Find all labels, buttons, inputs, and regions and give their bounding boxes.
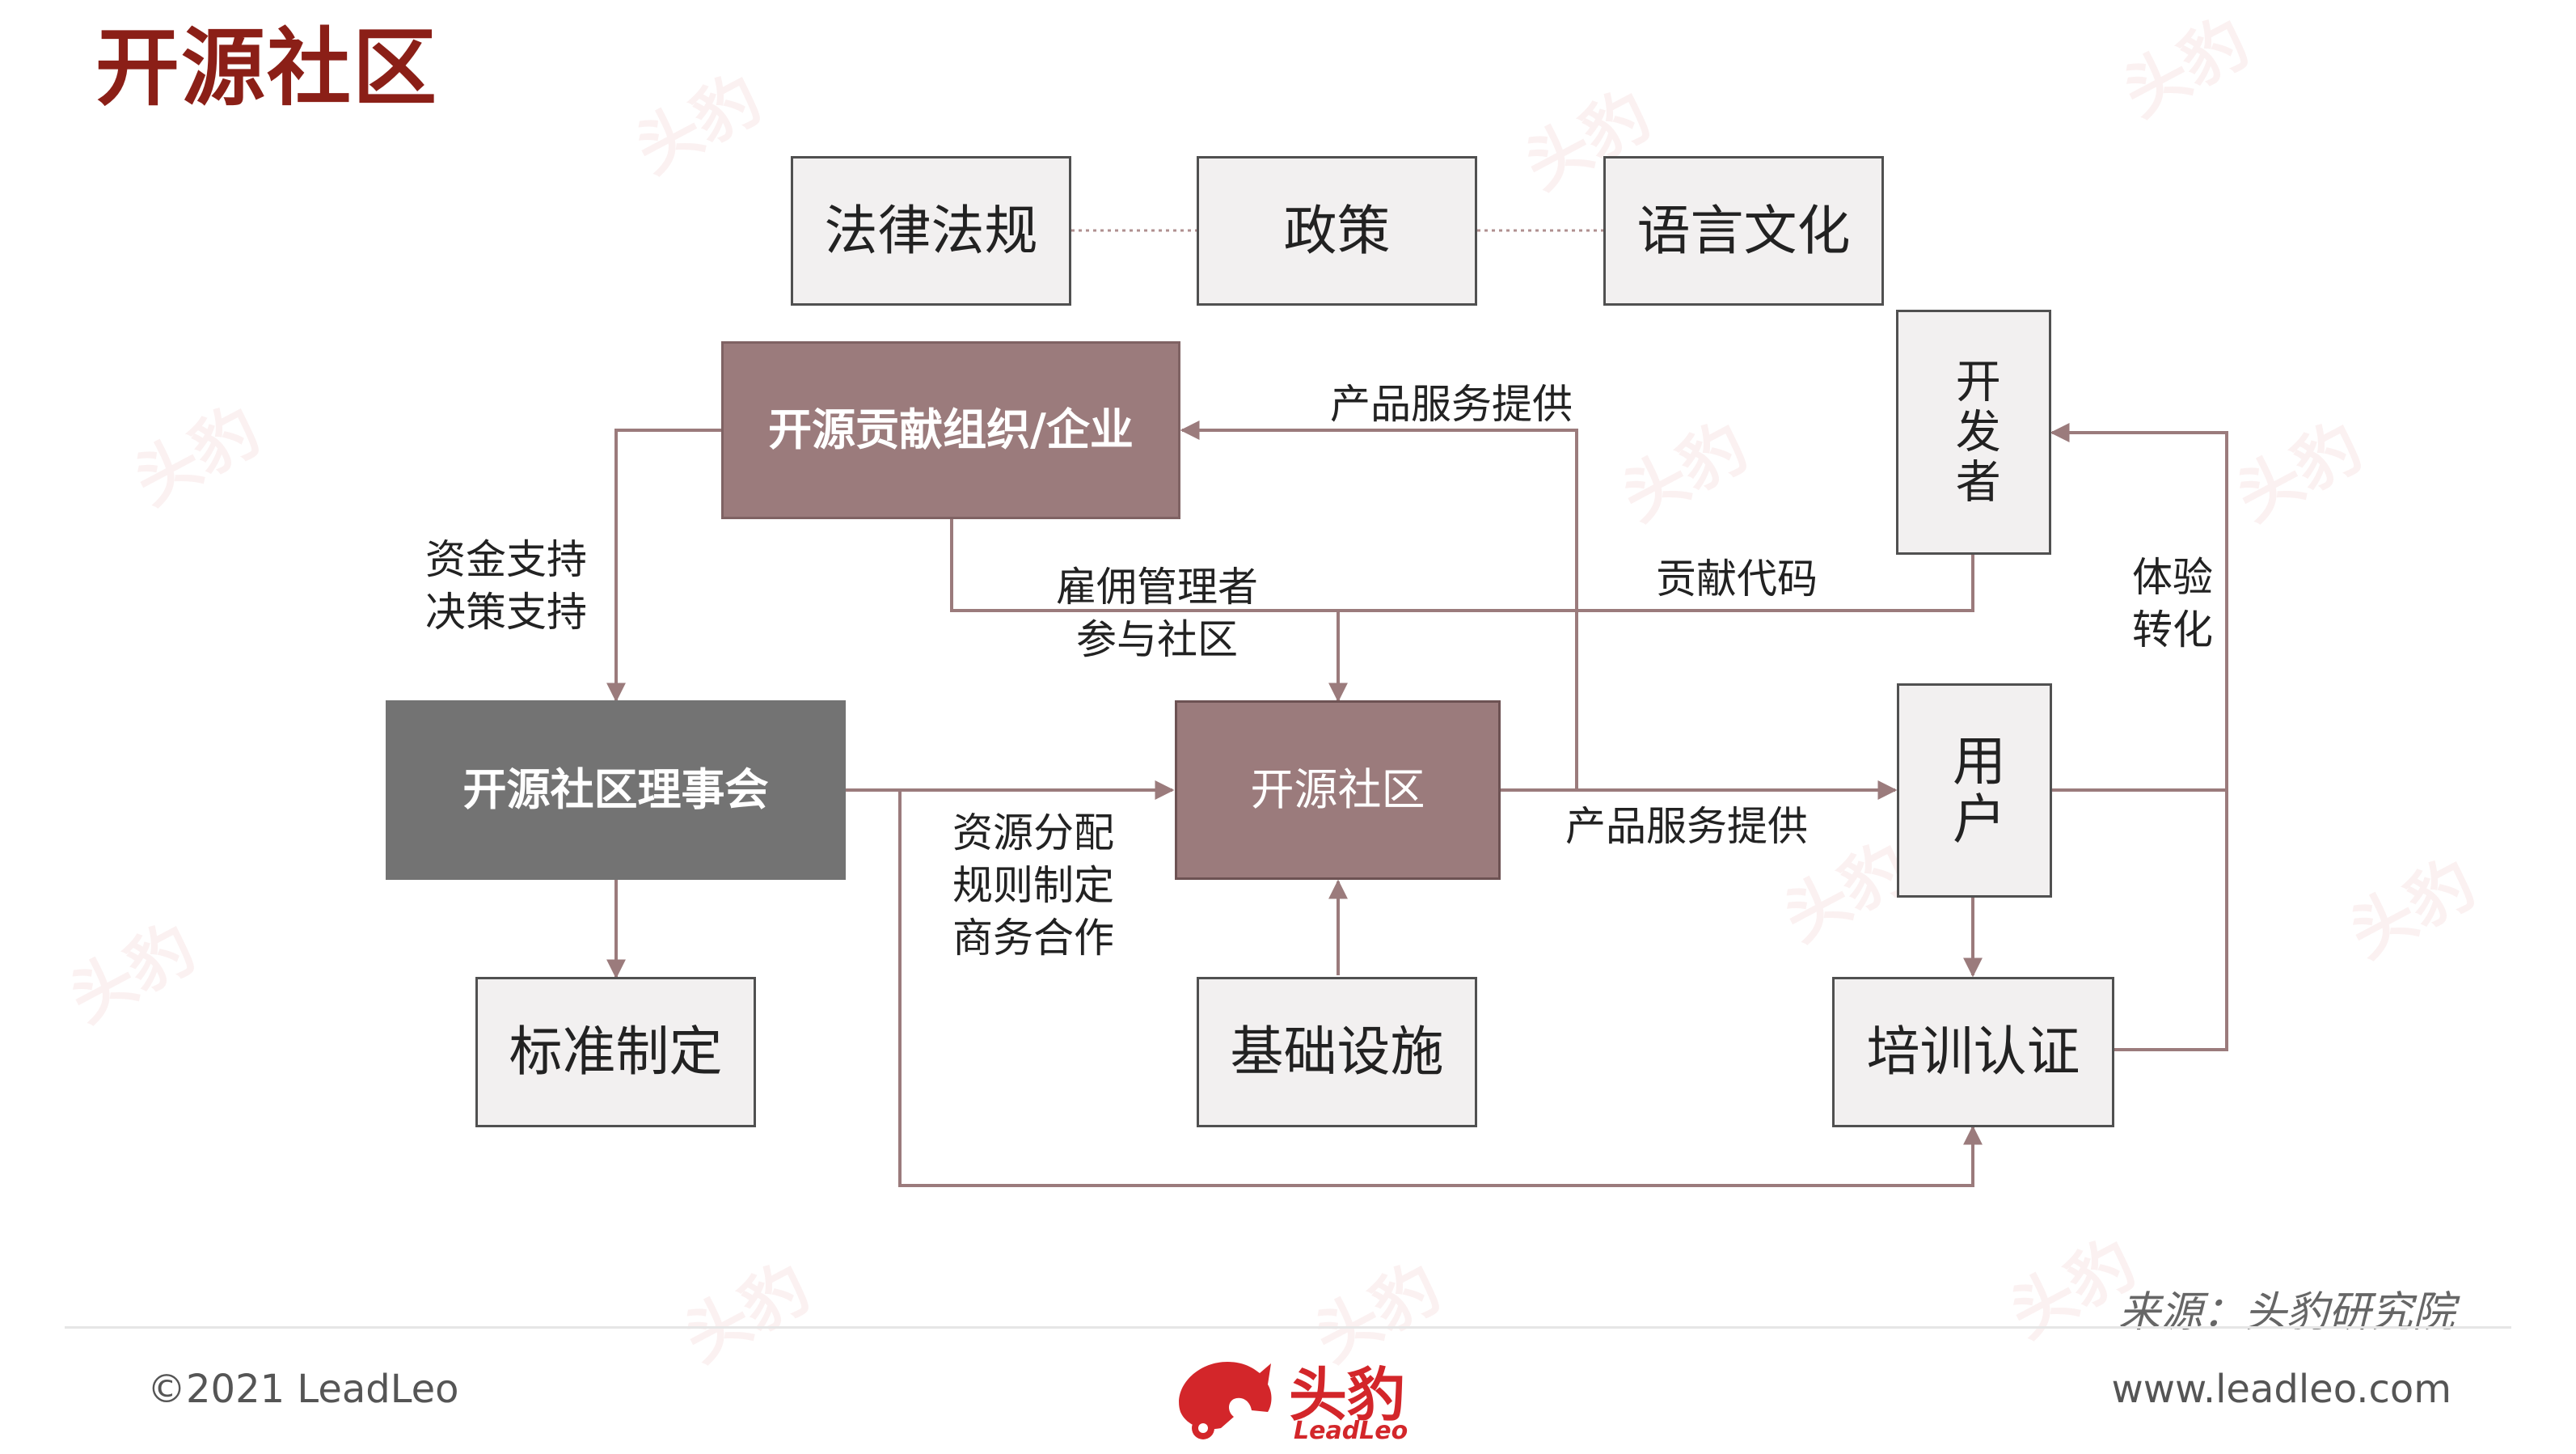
community-box: 开源社区 <box>1175 700 1501 880</box>
council-label: 开源社区理事会 <box>462 763 769 815</box>
resource-line-1: 资源分配 <box>952 809 1114 856</box>
contributor-org-box: 开源贡献组织/企业 <box>721 341 1180 519</box>
developer-label: 开发者 <box>1948 357 2001 508</box>
developer-box: 开发者 <box>1896 310 2051 555</box>
copyright: ©2021 LeadLeo <box>147 1367 459 1412</box>
funding-line-1: 资金支持 <box>425 536 587 583</box>
funding-label: 资金支持 决策支持 <box>425 534 587 639</box>
source-note: 来源：头豹研究院 <box>2118 1288 2455 1337</box>
arrow-org-community <box>950 519 1348 703</box>
user-box: 用户 <box>1897 683 2052 898</box>
employ-line-2: 参与社区 <box>1076 616 1238 663</box>
resource-label: 资源分配 规则制定 商务合作 <box>952 807 1114 965</box>
page-title: 开源社区 <box>95 19 439 117</box>
policy-box: 政策 <box>1197 156 1477 306</box>
policy-label: 政策 <box>1283 199 1391 262</box>
culture-box: 语言文化 <box>1603 156 1884 306</box>
leopard-icon <box>1179 1362 1272 1439</box>
product-service-top-label: 产品服务提供 <box>1330 381 1573 428</box>
experience-line-2: 转化 <box>2132 607 2213 653</box>
experience-line-1: 体验 <box>2132 554 2213 601</box>
website-link[interactable]: www.leadleo.com <box>2111 1367 2451 1412</box>
arrow-org-council <box>606 429 721 703</box>
standards-box: 标准制定 <box>475 977 756 1127</box>
law-box: 法律法规 <box>791 156 1071 306</box>
arrow-experience-developer <box>2050 423 2228 1051</box>
logo-en-text: LeadLeo <box>1294 1417 1408 1445</box>
standards-label: 标准制定 <box>509 1021 723 1084</box>
employ-label: 雇佣管理者 参与社区 <box>1056 561 1258 666</box>
arrow-service-org <box>1180 421 1578 790</box>
resource-line-2: 规则制定 <box>952 862 1114 909</box>
infrastructure-label: 基础设施 <box>1230 1021 1444 1084</box>
arrow-council-training <box>898 790 1983 1187</box>
experience-label: 体验 转化 <box>2132 552 2213 657</box>
user-label: 用户 <box>1943 732 2006 849</box>
culture-label: 语言文化 <box>1636 199 1851 262</box>
contribute-code-label: 贡献代码 <box>1656 556 1818 602</box>
product-service-mid-label: 产品服务提供 <box>1565 803 1808 850</box>
footer-divider <box>65 1326 2511 1329</box>
training-label: 培训认证 <box>1866 1021 2080 1084</box>
logo-cn-text: 头豹 <box>1289 1361 1406 1429</box>
community-label: 开源社区 <box>1250 763 1425 815</box>
resource-line-3: 商务合作 <box>952 915 1114 962</box>
law-label: 法律法规 <box>824 199 1038 262</box>
infrastructure-box: 基础设施 <box>1197 977 1477 1127</box>
employ-line-1: 雇佣管理者 <box>1056 564 1258 611</box>
leadleo-logo: 头豹 LeadLeo <box>1164 1347 1423 1445</box>
funding-line-2: 决策支持 <box>425 589 587 636</box>
council-box: 开源社区理事会 <box>386 700 846 880</box>
training-box: 培训认证 <box>1832 977 2114 1127</box>
arrow-developer-community <box>1338 555 1974 612</box>
contributor-org-label: 开源贡献组织/企业 <box>768 404 1134 455</box>
